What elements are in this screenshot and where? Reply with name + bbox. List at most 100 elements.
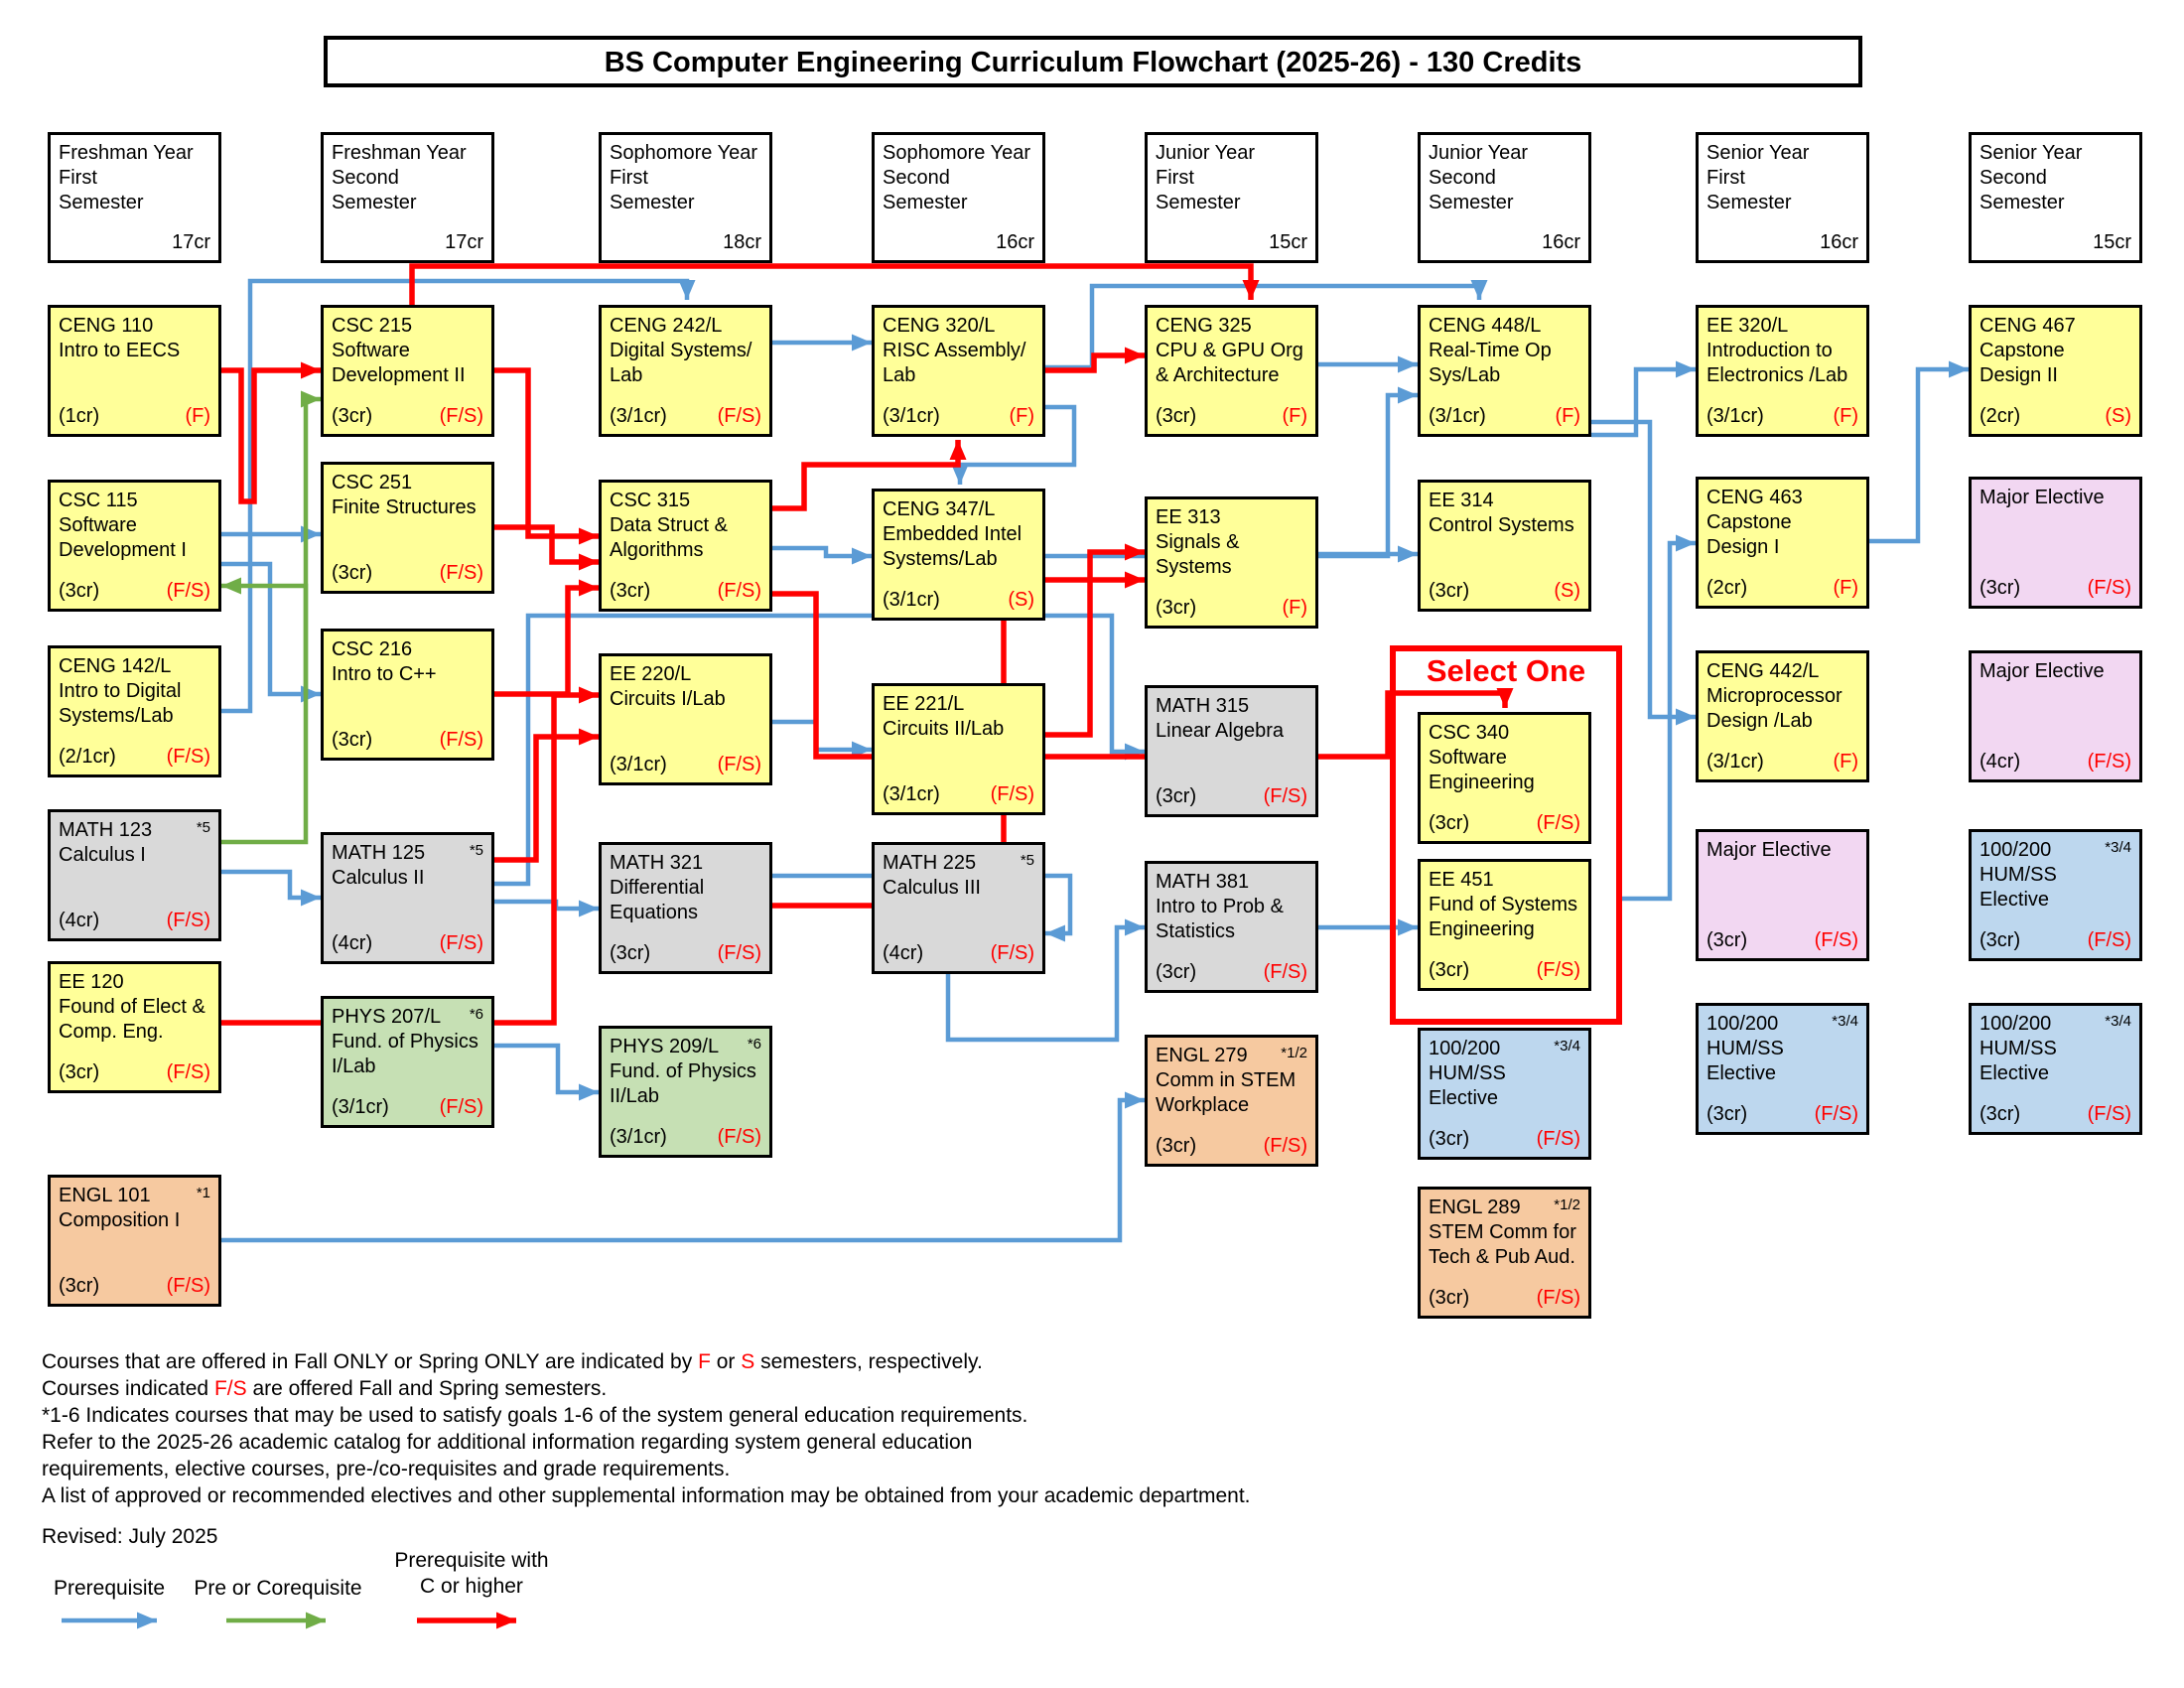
course-code: 100/200 (1706, 1013, 1779, 1035)
course-code: CENG 110 (59, 315, 154, 337)
course-credits: (3cr) (1706, 1103, 1748, 1125)
arrowhead-prereq (1398, 545, 1418, 563)
header-line: Semester (332, 192, 417, 213)
course-code: ENGL 289 (1429, 1196, 1521, 1218)
course-offered: (F/S) (2087, 751, 2131, 773)
course-name: Digital Systems/ Lab (610, 340, 752, 386)
course-ceng-442l: CENG 442/L Microprocessor Design /Lab (3… (1696, 650, 1869, 782)
gen-ed-superscript: *6 (747, 1036, 761, 1053)
edge-c_higher (1045, 549, 1145, 738)
course-credits: (3/1cr) (883, 783, 940, 805)
course-ee-314: EE 314 Control Systems (3cr)(S) (1418, 480, 1591, 612)
course-name: Found of Elect & Comp. Eng. (59, 996, 205, 1043)
course-math-321: MATH 321 Differential Equations (3cr)(F/… (599, 842, 772, 974)
course-code: EE 220/L (610, 663, 692, 685)
course-credits: (3cr) (1429, 1287, 1470, 1309)
course-ee-120: EE 120 Found of Elect & Comp. Eng. (3cr)… (48, 961, 221, 1093)
course-offered: (F) (1282, 405, 1307, 427)
course-major-elective-sr2-a: Major Elective (3cr)(F/S) (1969, 477, 2142, 609)
arrowhead-prereq (678, 280, 696, 300)
course-offered: (F/S) (439, 405, 483, 427)
course-phys-207l: PHYS 207/L*6 Fund. of Physics I/Lab (3/1… (321, 996, 494, 1128)
course-credits: (3cr) (1156, 405, 1197, 427)
course-offered: (F/S) (717, 580, 761, 602)
course-credits: (3cr) (1979, 1103, 2021, 1125)
course-offered: (F/S) (717, 754, 761, 775)
course-credits: (3cr) (1979, 577, 2021, 599)
arrowhead-coreq (306, 1612, 326, 1629)
course-csc-215: CSC 215 Software Development II (3cr)(F/… (321, 305, 494, 437)
course-code: 100/200 (1979, 839, 2052, 861)
course-ee-313: EE 313 Signals & Systems (3cr)(F) (1145, 496, 1318, 629)
course-humss-elective-sr2-a: 100/200*3/4 HUM/SS Elective (3cr)(F/S) (1969, 829, 2142, 961)
course-offered: (F) (185, 405, 210, 427)
footnote-line: Courses that are offered in Fall ONLY or… (42, 1350, 983, 1373)
course-math-125: MATH 125*5 Calculus II (4cr)(F/S) (321, 832, 494, 964)
gen-ed-superscript: *5 (469, 842, 483, 859)
header-line: Second (883, 167, 950, 189)
course-code: EE 221/L (883, 693, 965, 715)
course-offered: (F/S) (439, 1096, 483, 1118)
arrowhead-c_higher (579, 553, 599, 571)
arrowhead-coreq (301, 390, 321, 408)
course-ceng-325: CENG 325 CPU & GPU Org & Architecture (3… (1145, 305, 1318, 437)
arrowhead-prereq (1398, 355, 1418, 373)
course-credits: (3cr) (332, 405, 373, 427)
course-credits: (4cr) (1979, 751, 2021, 773)
course-offered: (F/S) (2087, 929, 2131, 951)
course-name: Software Development I (59, 514, 187, 561)
course-code: PHYS 207/L (332, 1006, 442, 1028)
course-credits: (3/1cr) (883, 405, 940, 427)
course-name: Control Systems (1429, 514, 1574, 536)
arrowhead-prereq (1125, 1091, 1145, 1109)
header-line: Senior Year (1706, 142, 1810, 164)
arrowhead-c_higher (1242, 280, 1260, 300)
course-name: Embedded Intel Systems/Lab (883, 523, 1023, 570)
course-credits: (3/1cr) (883, 589, 940, 611)
course-credits: (3/1cr) (1706, 405, 1764, 427)
course-name: Capstone Design II (1979, 340, 2065, 386)
course-code: MATH 123 (59, 819, 153, 841)
header-line: Senior Year (1979, 142, 2083, 164)
course-name: Data Struct & Algorithms (610, 514, 728, 561)
semester-header-freshman-1: Freshman Year First Semester 17cr (48, 132, 221, 263)
course-credits: (3cr) (1979, 929, 2021, 951)
arrowhead-prereq (852, 547, 872, 565)
header-line: Semester (1979, 192, 2065, 213)
course-offered: (S) (1554, 580, 1580, 602)
arrowhead-c_higher (579, 579, 599, 597)
header-line: Freshman Year (59, 142, 194, 164)
course-ceng-320l: CENG 320/L RISC Assembly/ Lab (3/1cr)(F) (872, 305, 1045, 437)
course-name: Fund. of Physics I/Lab (332, 1031, 478, 1077)
course-math-381: MATH 381 Intro to Prob & Statistics (3cr… (1145, 861, 1318, 993)
course-name: Capstone Design I (1706, 511, 1792, 558)
course-offered: (F/S) (1263, 785, 1307, 807)
course-humss-elective-sr1: 100/200*3/4 HUM/SS Elective (3cr)(F/S) (1696, 1003, 1869, 1135)
course-credits: (3cr) (1429, 959, 1470, 981)
course-offered: (F/S) (2087, 1103, 2131, 1125)
course-offered: (S) (1008, 589, 1034, 611)
course-code: Major Elective (1979, 660, 2105, 682)
header-line: Second (1979, 167, 2047, 189)
gen-ed-superscript: *3/4 (2105, 839, 2131, 856)
course-name: HUM/SS Elective (1706, 1038, 1784, 1084)
course-credits: (3cr) (332, 729, 373, 751)
course-credits: (4cr) (332, 932, 373, 954)
course-credits: (3cr) (59, 580, 100, 602)
course-code: 100/200 (1979, 1013, 2052, 1035)
course-offered: (F/S) (1263, 961, 1307, 983)
course-credits: (3/1cr) (610, 754, 667, 775)
edge-prereq (494, 613, 1145, 887)
revised-date: Revised: July 2025 (42, 1525, 218, 1548)
course-credits: (1cr) (59, 405, 100, 427)
course-code: ENGL 101 (59, 1185, 151, 1206)
course-offered: (F/S) (1814, 1103, 1858, 1125)
course-code: CENG 463 (1706, 487, 1803, 508)
course-offered: (F) (1833, 405, 1858, 427)
edge-c_higher (494, 367, 599, 539)
semester-header-senior-2: Senior Year Second Semester 15cr (1969, 132, 2142, 263)
arrowhead-c_higher (1125, 571, 1145, 589)
course-name: Fund. of Physics II/Lab (610, 1060, 756, 1107)
arrowhead-c_higher (496, 1612, 516, 1629)
course-credits: (3cr) (610, 942, 651, 964)
